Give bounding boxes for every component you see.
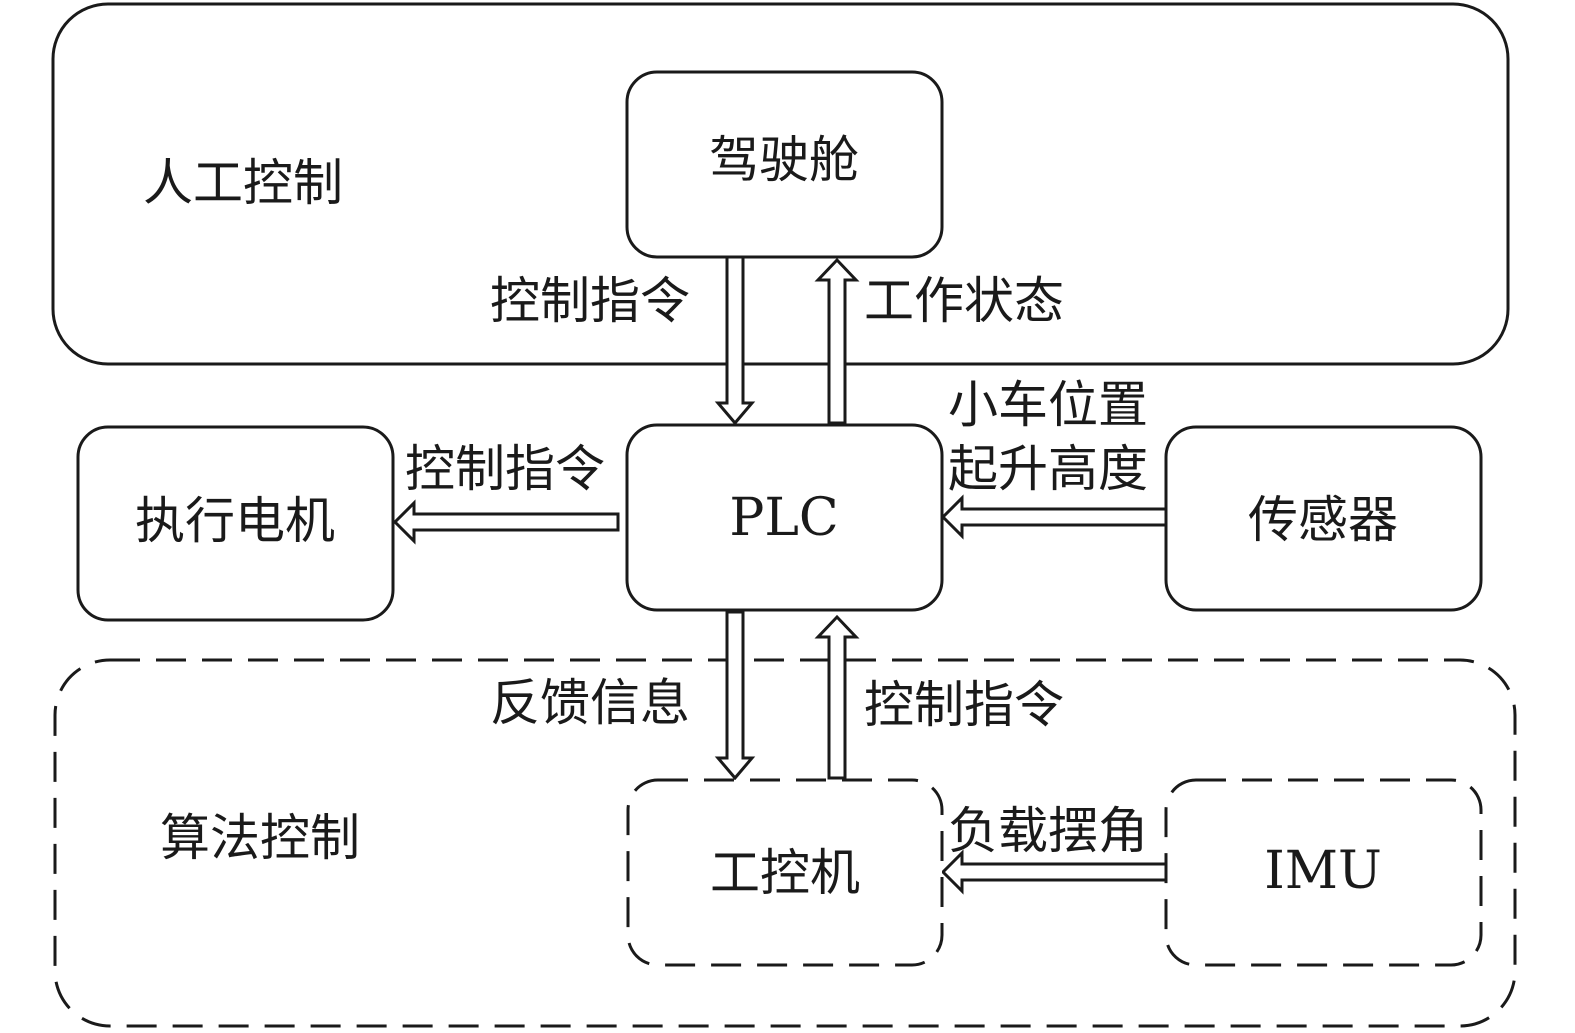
label-cockpit-to-plc: 控制指令 [490,272,690,330]
node-motor: 执行电机 [76,425,395,622]
label-sensor-to-plc-line2: 起升高度 [948,440,1148,498]
arrow-ipc-to-plc [814,614,860,780]
label-imu-to-ipc: 负载摆角 [948,802,1148,860]
svg-text:驾驶舱: 驾驶舱 [709,131,859,189]
label-plc-to-ipc: 反馈信息 [490,674,690,732]
label-sensor-to-plc-line1: 小车位置 [948,376,1148,434]
node-cockpit: 驾驶舱 [625,70,944,259]
svg-text:IMU: IMU [1264,841,1382,901]
manual-control-label: 人工控制 [143,154,343,212]
node-sensor: 传感器 [1164,425,1483,612]
label-plc-to-cockpit: 工作状态 [864,272,1064,330]
algorithm-control-region [53,658,1517,1028]
svg-text:PLC: PLC [729,488,838,548]
node-ipc: 工控机 [626,778,944,967]
svg-text:执行电机: 执行电机 [135,492,335,550]
arrow-plc-to-cockpit [814,257,860,425]
label-ipc-to-plc: 控制指令 [864,676,1064,734]
arrow-sensor-to-plc [940,494,1168,540]
arrow-cockpit-to-plc [714,255,756,426]
node-imu: IMU [1164,778,1483,967]
node-plc: PLC [625,423,944,612]
svg-text:工控机: 工控机 [710,844,860,902]
arrow-imu-to-ipc [940,849,1168,895]
arrow-plc-to-ipc [714,610,756,781]
manual-control-region [51,2,1510,366]
arrow-plc-to-motor [392,499,620,545]
label-plc-to-motor: 控制指令 [405,440,605,498]
svg-text:传感器: 传感器 [1248,491,1398,549]
algorithm-control-label: 算法控制 [160,809,360,867]
